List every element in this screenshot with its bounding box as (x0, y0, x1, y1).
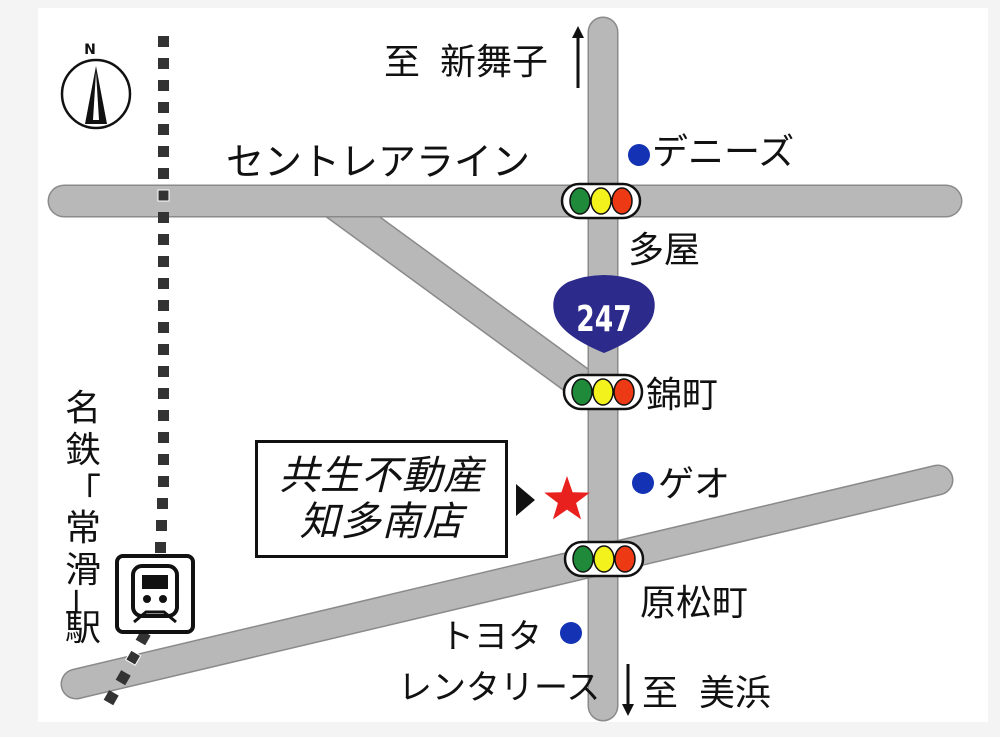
shop-name-line2: 知多南店 (299, 499, 464, 545)
to-label-south: 至 (642, 673, 678, 714)
north-compass-icon: N (60, 42, 132, 130)
svg-text:名: 名 (65, 388, 101, 429)
direction-mihama: 美浜 (699, 673, 771, 714)
traffic-signal-icon (563, 540, 645, 578)
station-name-vertical: 名 鉄 「 常 滑 」 駅 (65, 388, 101, 649)
traffic-signal-icon (560, 182, 642, 220)
to-label-north: 至 (384, 42, 420, 83)
landmark-dot-icon (560, 622, 582, 644)
compass-north-label: N (84, 42, 96, 58)
intersection-nishikicho: 錦町 (646, 375, 718, 416)
svg-text:」: 」 (65, 578, 101, 619)
north-direction-arrow-icon (572, 26, 584, 88)
landmark-toyota-line1: トヨタ (440, 617, 542, 657)
shop-name-box: 共生不動産 知多南店 (255, 440, 508, 558)
centrair-line-label: セントレアライン (226, 140, 530, 184)
landmark-geo: ゲオ (658, 464, 730, 505)
landmark-toyota-line2: レンタリース (398, 668, 600, 708)
shop-name-line1: 共生不動産 (279, 453, 484, 499)
shop-location-star-icon (544, 476, 590, 520)
south-direction-arrow-icon (622, 664, 634, 716)
diagonal-road (320, 186, 600, 404)
lower-road (60, 464, 954, 700)
intersection-taya: 多屋 (628, 230, 700, 271)
pointer-arrow-icon (516, 484, 535, 516)
svg-text:「: 「 (65, 472, 101, 513)
svg-text:常: 常 (65, 508, 101, 549)
meitetsu-railway (103, 36, 170, 706)
route-247-shield-icon: 247 (553, 275, 655, 353)
svg-text:鉄: 鉄 (65, 430, 101, 471)
train-station-icon (115, 554, 195, 634)
svg-text:駅: 駅 (65, 608, 101, 649)
landmark-dot-icon (632, 472, 654, 494)
road-network (47, 16, 963, 722)
svg-text:滑: 滑 (65, 550, 101, 591)
intersection-haramatsucho: 原松町 (640, 583, 748, 624)
route-number: 247 (576, 297, 631, 340)
landmark-dot-icon (628, 144, 650, 166)
traffic-signal-icon (562, 373, 644, 411)
landmark-dennys: デニーズ (652, 132, 794, 173)
direction-shinmaiko: 新舞子 (440, 42, 548, 83)
